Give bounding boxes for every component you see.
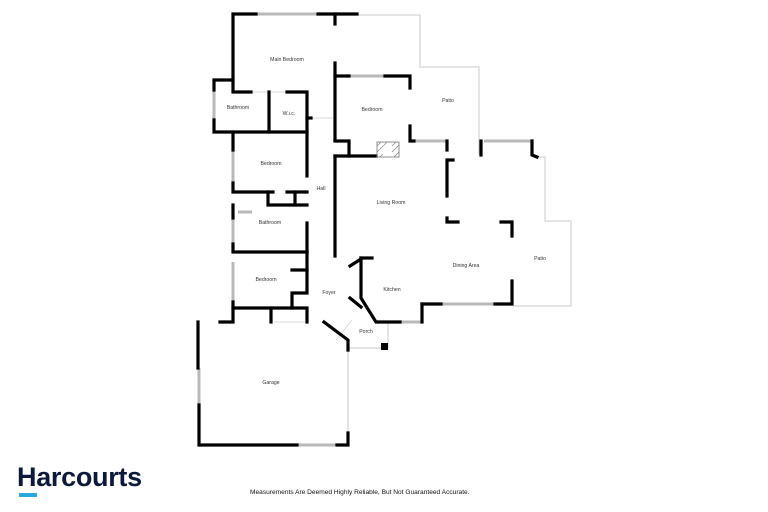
label-kitchen: Kitchen [383, 287, 400, 293]
label-dining-area: Dining Area [453, 263, 480, 269]
harcourts-logo: Harcourts [17, 462, 142, 492]
label-bathroom-1: Bathroom [227, 105, 250, 111]
label-hall: Hall [317, 186, 326, 192]
room-labels: Main Bedroom Bathroom W.i.c. Bedroom Pat… [227, 57, 546, 386]
patio-outlines [347, 14, 572, 446]
label-foyer: Foyer [322, 290, 336, 296]
windows [197, 12, 532, 447]
logo-accent-bar [19, 493, 37, 497]
measurement-disclaimer: Measurements Are Deemed Highly Reliable,… [250, 489, 470, 496]
label-porch: Porch [359, 329, 373, 335]
label-bedroom-1: Bedroom [361, 107, 382, 113]
label-garage: Garage [262, 380, 279, 386]
label-wic: W.i.c. [283, 111, 296, 117]
label-bedroom-3: Bedroom [255, 277, 276, 283]
label-main-bedroom: Main Bedroom [270, 57, 304, 63]
doors [251, 91, 353, 341]
label-bedroom-2: Bedroom [260, 161, 281, 167]
walls [196, 12, 540, 447]
label-living-room: Living Room [377, 200, 406, 206]
label-bathroom-2: Bathroom [259, 220, 282, 226]
fireplace [376, 141, 400, 158]
label-patio-2: Patio [534, 256, 546, 262]
label-patio-1: Patio [442, 98, 454, 104]
